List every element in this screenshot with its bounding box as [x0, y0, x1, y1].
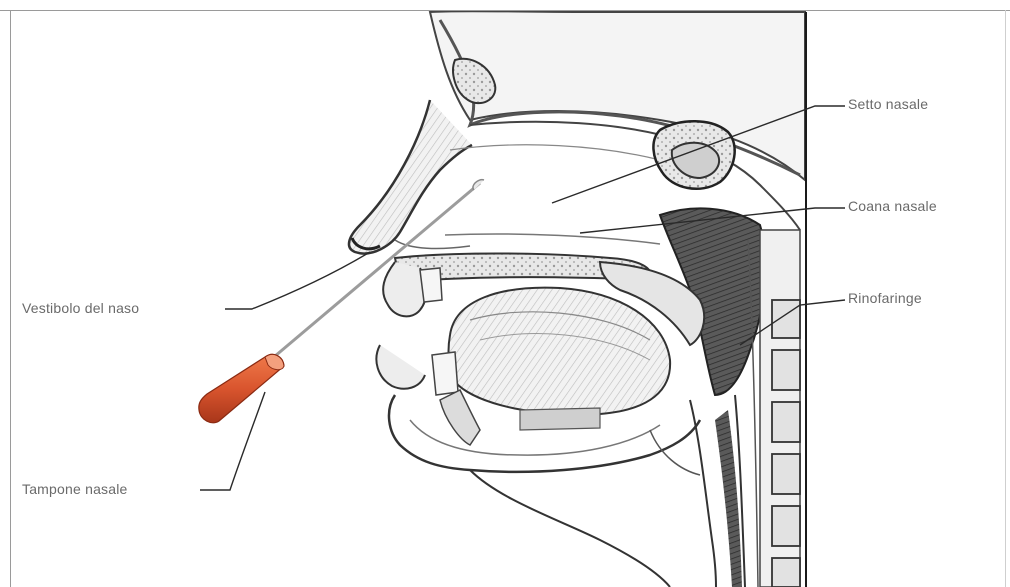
label-septum: Setto nasale: [848, 96, 928, 112]
frame-right: [1005, 10, 1006, 587]
leader-vestibule: [225, 252, 370, 309]
frame-left: [10, 10, 11, 587]
label-nasopharynx: Rinofaringe: [848, 290, 922, 306]
sphenoid-sinus: [653, 121, 734, 189]
frame-top: [0, 10, 1010, 11]
skull-bone: [430, 11, 805, 180]
label-choana: Coana nasale: [848, 198, 937, 214]
tongue: [449, 288, 671, 415]
label-swab: Tampone nasale: [22, 481, 128, 497]
nasal-bone: [349, 100, 472, 254]
label-vestibule: Vestibolo del naso: [22, 300, 139, 316]
